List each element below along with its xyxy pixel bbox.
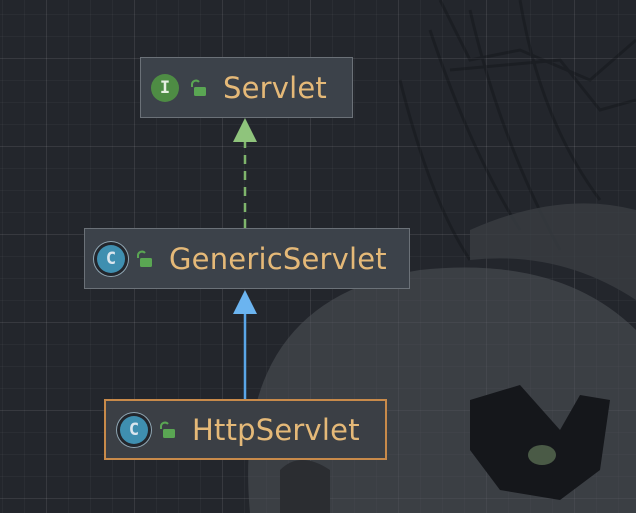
node-generic-servlet[interactable]: C GenericServlet (84, 228, 410, 289)
node-servlet[interactable]: I Servlet (140, 57, 353, 118)
node-label-http-servlet: HttpServlet (192, 412, 360, 447)
node-label-generic-servlet: GenericServlet (169, 241, 387, 276)
node-http-servlet[interactable]: C HttpServlet (104, 399, 387, 460)
unlock-icon (160, 421, 175, 438)
unlock-icon (191, 79, 206, 96)
unlock-icon (137, 250, 152, 267)
arrowhead-implements (233, 118, 257, 142)
arrowhead-extends (233, 290, 257, 314)
class-icon: C (97, 244, 125, 273)
interface-icon: I (151, 73, 179, 102)
class-icon: C (120, 415, 148, 444)
node-label-servlet: Servlet (223, 70, 328, 105)
